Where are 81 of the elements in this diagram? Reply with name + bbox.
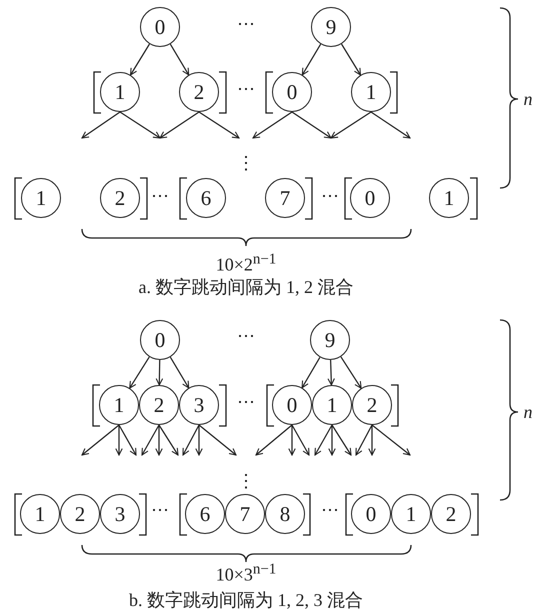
arrow xyxy=(355,424,373,456)
digit-circle: 1 xyxy=(391,494,431,534)
digit-circle: 1 xyxy=(312,385,352,425)
digit-circle: 0 xyxy=(272,385,312,425)
arrow xyxy=(372,424,411,456)
caption: b. 数字跳动间隔为 1, 2, 3 混合 xyxy=(129,591,363,609)
arrow xyxy=(159,112,200,139)
arrow xyxy=(255,424,292,456)
arrow xyxy=(368,425,376,456)
arrow xyxy=(340,44,362,76)
ellipsis: ⋮ xyxy=(237,472,255,490)
arrow xyxy=(198,424,237,456)
digit-circle: 1 xyxy=(20,494,60,534)
arrow xyxy=(182,424,200,456)
digit-circle: 6 xyxy=(186,178,226,218)
digit-circle: 1 xyxy=(100,72,140,112)
digit-circle: 1 xyxy=(351,72,391,112)
count-label: 10×3$^{n−1}$ xyxy=(216,562,276,584)
ellipsis: ⋯ xyxy=(151,187,169,205)
arrow xyxy=(170,356,190,388)
arrow xyxy=(327,360,335,386)
arrow xyxy=(170,44,190,76)
arrow xyxy=(195,425,203,456)
ellipsis: ⋯ xyxy=(237,80,255,98)
arrow xyxy=(292,112,332,139)
digit-circle: 2 xyxy=(139,385,179,425)
digit-circle: 2 xyxy=(352,385,392,425)
arrow xyxy=(330,112,372,139)
arrow xyxy=(155,425,163,456)
arrow xyxy=(115,425,123,456)
variable-label: n xyxy=(524,90,532,108)
arrow xyxy=(198,112,240,139)
digit-circle: 3 xyxy=(100,494,140,534)
ellipsis: ⋯ xyxy=(237,393,255,411)
arrow xyxy=(130,44,150,76)
arrow xyxy=(291,424,310,456)
arrow xyxy=(141,424,160,456)
digit-circle: 7 xyxy=(265,178,305,218)
variable-label: n xyxy=(524,403,532,421)
arrow xyxy=(302,44,322,76)
digit-circle: 1 xyxy=(429,178,469,218)
ellipsis: ⋯ xyxy=(151,501,169,519)
ellipsis: ⋯ xyxy=(237,327,255,345)
arrow xyxy=(118,424,137,456)
arrow xyxy=(314,424,333,456)
ellipsis: ⋯ xyxy=(321,501,339,519)
digit-circle: 3 xyxy=(179,385,219,425)
digit-circle: 2 xyxy=(179,72,219,112)
arrow xyxy=(302,357,320,388)
ellipsis: ⋮ xyxy=(237,154,255,172)
digit-circle: 2 xyxy=(60,494,100,534)
arrow xyxy=(156,360,164,386)
digit-circle: 0 xyxy=(350,178,390,218)
ellipsis: ⋯ xyxy=(237,15,255,33)
arrow xyxy=(340,356,362,389)
arrow xyxy=(81,424,120,456)
digit-circle: 1 xyxy=(99,385,139,425)
arrow xyxy=(328,425,336,456)
digit-circle: 9 xyxy=(311,7,351,47)
digit-circle: 7 xyxy=(225,494,265,534)
arrow xyxy=(370,112,411,139)
digit-circle: 0 xyxy=(272,72,312,112)
digit-circle: 2 xyxy=(100,178,140,218)
count-label: 10×2$^{n−1}$ xyxy=(216,252,276,274)
arrow xyxy=(332,424,352,456)
digit-circle: 0 xyxy=(140,7,180,47)
arrow xyxy=(81,112,120,139)
digit-circle: 9 xyxy=(310,320,350,360)
arrow xyxy=(288,425,296,456)
arrow xyxy=(129,356,150,389)
digit-circle: 2 xyxy=(431,494,471,534)
digit-circle: 0 xyxy=(140,320,180,360)
digit-circle: 0 xyxy=(351,494,391,534)
arrow xyxy=(158,424,179,456)
caption: a. 数字跳动间隔为 1, 2 混合 xyxy=(138,278,354,296)
arrow xyxy=(252,112,292,139)
ellipsis: ⋯ xyxy=(321,187,339,205)
digit-circle: 6 xyxy=(185,494,225,534)
digit-circle: 1 xyxy=(21,178,61,218)
arrow xyxy=(120,112,161,139)
digit-circle: 8 xyxy=(265,494,305,534)
